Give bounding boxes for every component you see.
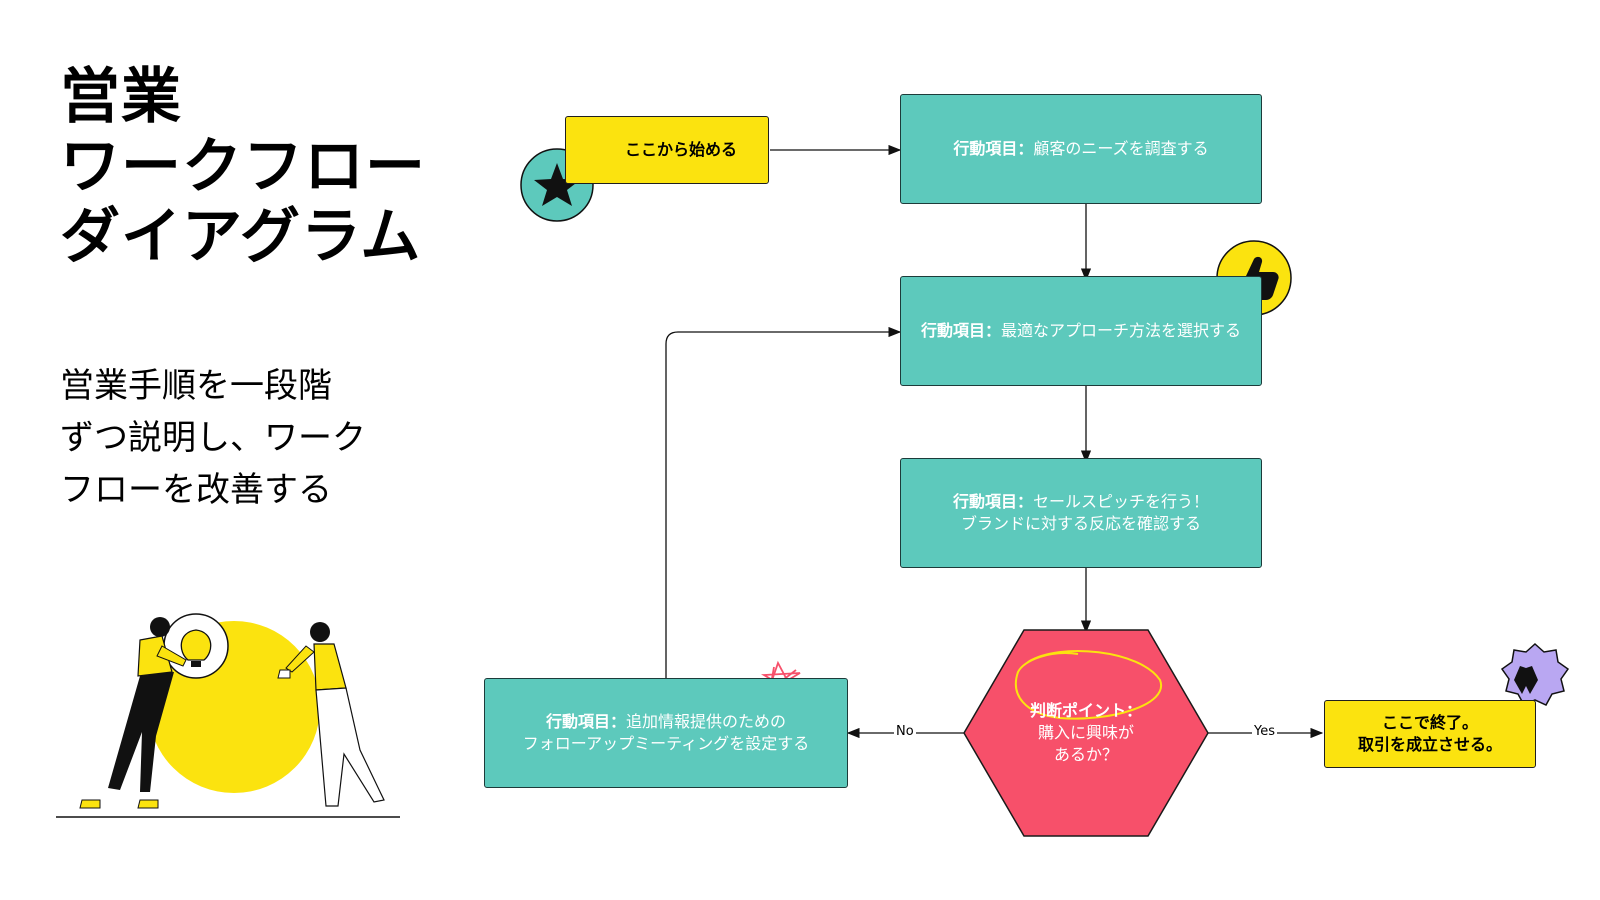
end-line: ここで終了。 [1381,713,1478,732]
edge-label-yes: Yes [1252,724,1277,739]
start-label: ここから始める [624,140,737,159]
title-line: ワークフロー [60,132,426,202]
end-node[interactable]: ここで終了。 取引を成立させる。 [1324,700,1536,768]
step-text: 最適なアプローチ方法を選択する [1001,321,1242,340]
decision-line: あるか？ [1053,745,1118,764]
title-line: 営業 [60,62,182,132]
page-subtitle: 営業手順を一段階 ずつ説明し、ワーク フローを改善する [60,360,366,516]
step-prefix: 行動項目： [545,712,626,731]
decision-prefix: 判断ポイント： [1029,701,1142,720]
step-prefix: 行動項目： [920,321,1001,340]
step-prefix: 行動項目： [952,492,1033,511]
step-text: 顧客のニーズを調査する [1033,139,1209,158]
title-line: ダイアグラム [60,202,422,272]
end-line: 取引を成立させる。 [1357,735,1502,754]
step-prefix: 行動項目： [953,139,1034,158]
subtitle-line: ずつ説明し、ワーク [60,418,366,458]
start-node[interactable]: ここから始める [565,116,769,184]
step-select-approach[interactable]: 行動項目：最適なアプローチ方法を選択する [900,276,1262,386]
people-with-lightbulb-illustration [56,613,400,818]
subtitle-line: フローを改善する [60,470,332,510]
decision-line: 購入に興味が [1037,723,1134,742]
raised-hands-icon [1500,642,1570,706]
step-text: セールスピッチを行う！ [1033,492,1210,511]
decision-point[interactable]: 判断ポイント： 購入に興味が あるか？ [964,630,1208,836]
scribble-highlight [1014,650,1163,720]
page-title: 営業 ワークフロー ダイアグラム [60,62,426,272]
step-text-line2: ブランドに対する反応を確認する [960,514,1201,533]
edge-label-no: No [894,724,916,739]
connector-followup-loop [665,326,902,678]
step-sales-pitch[interactable]: 行動項目：セールスピッチを行う！ ブランドに対する反応を確認する [900,458,1262,568]
step-text-line2: フォローアップミーティングを設定する [522,734,810,753]
step-research-needs[interactable]: 行動項目：顧客のニーズを調査する [900,94,1262,204]
decision-hexagon [963,629,1209,837]
step-follow-up-meeting[interactable]: 行動項目：追加情報提供のための フォローアップミーティングを設定する [484,678,848,788]
step-text: 追加情報提供のための [626,712,787,731]
subtitle-line: 営業手順を一段階 [60,366,332,406]
